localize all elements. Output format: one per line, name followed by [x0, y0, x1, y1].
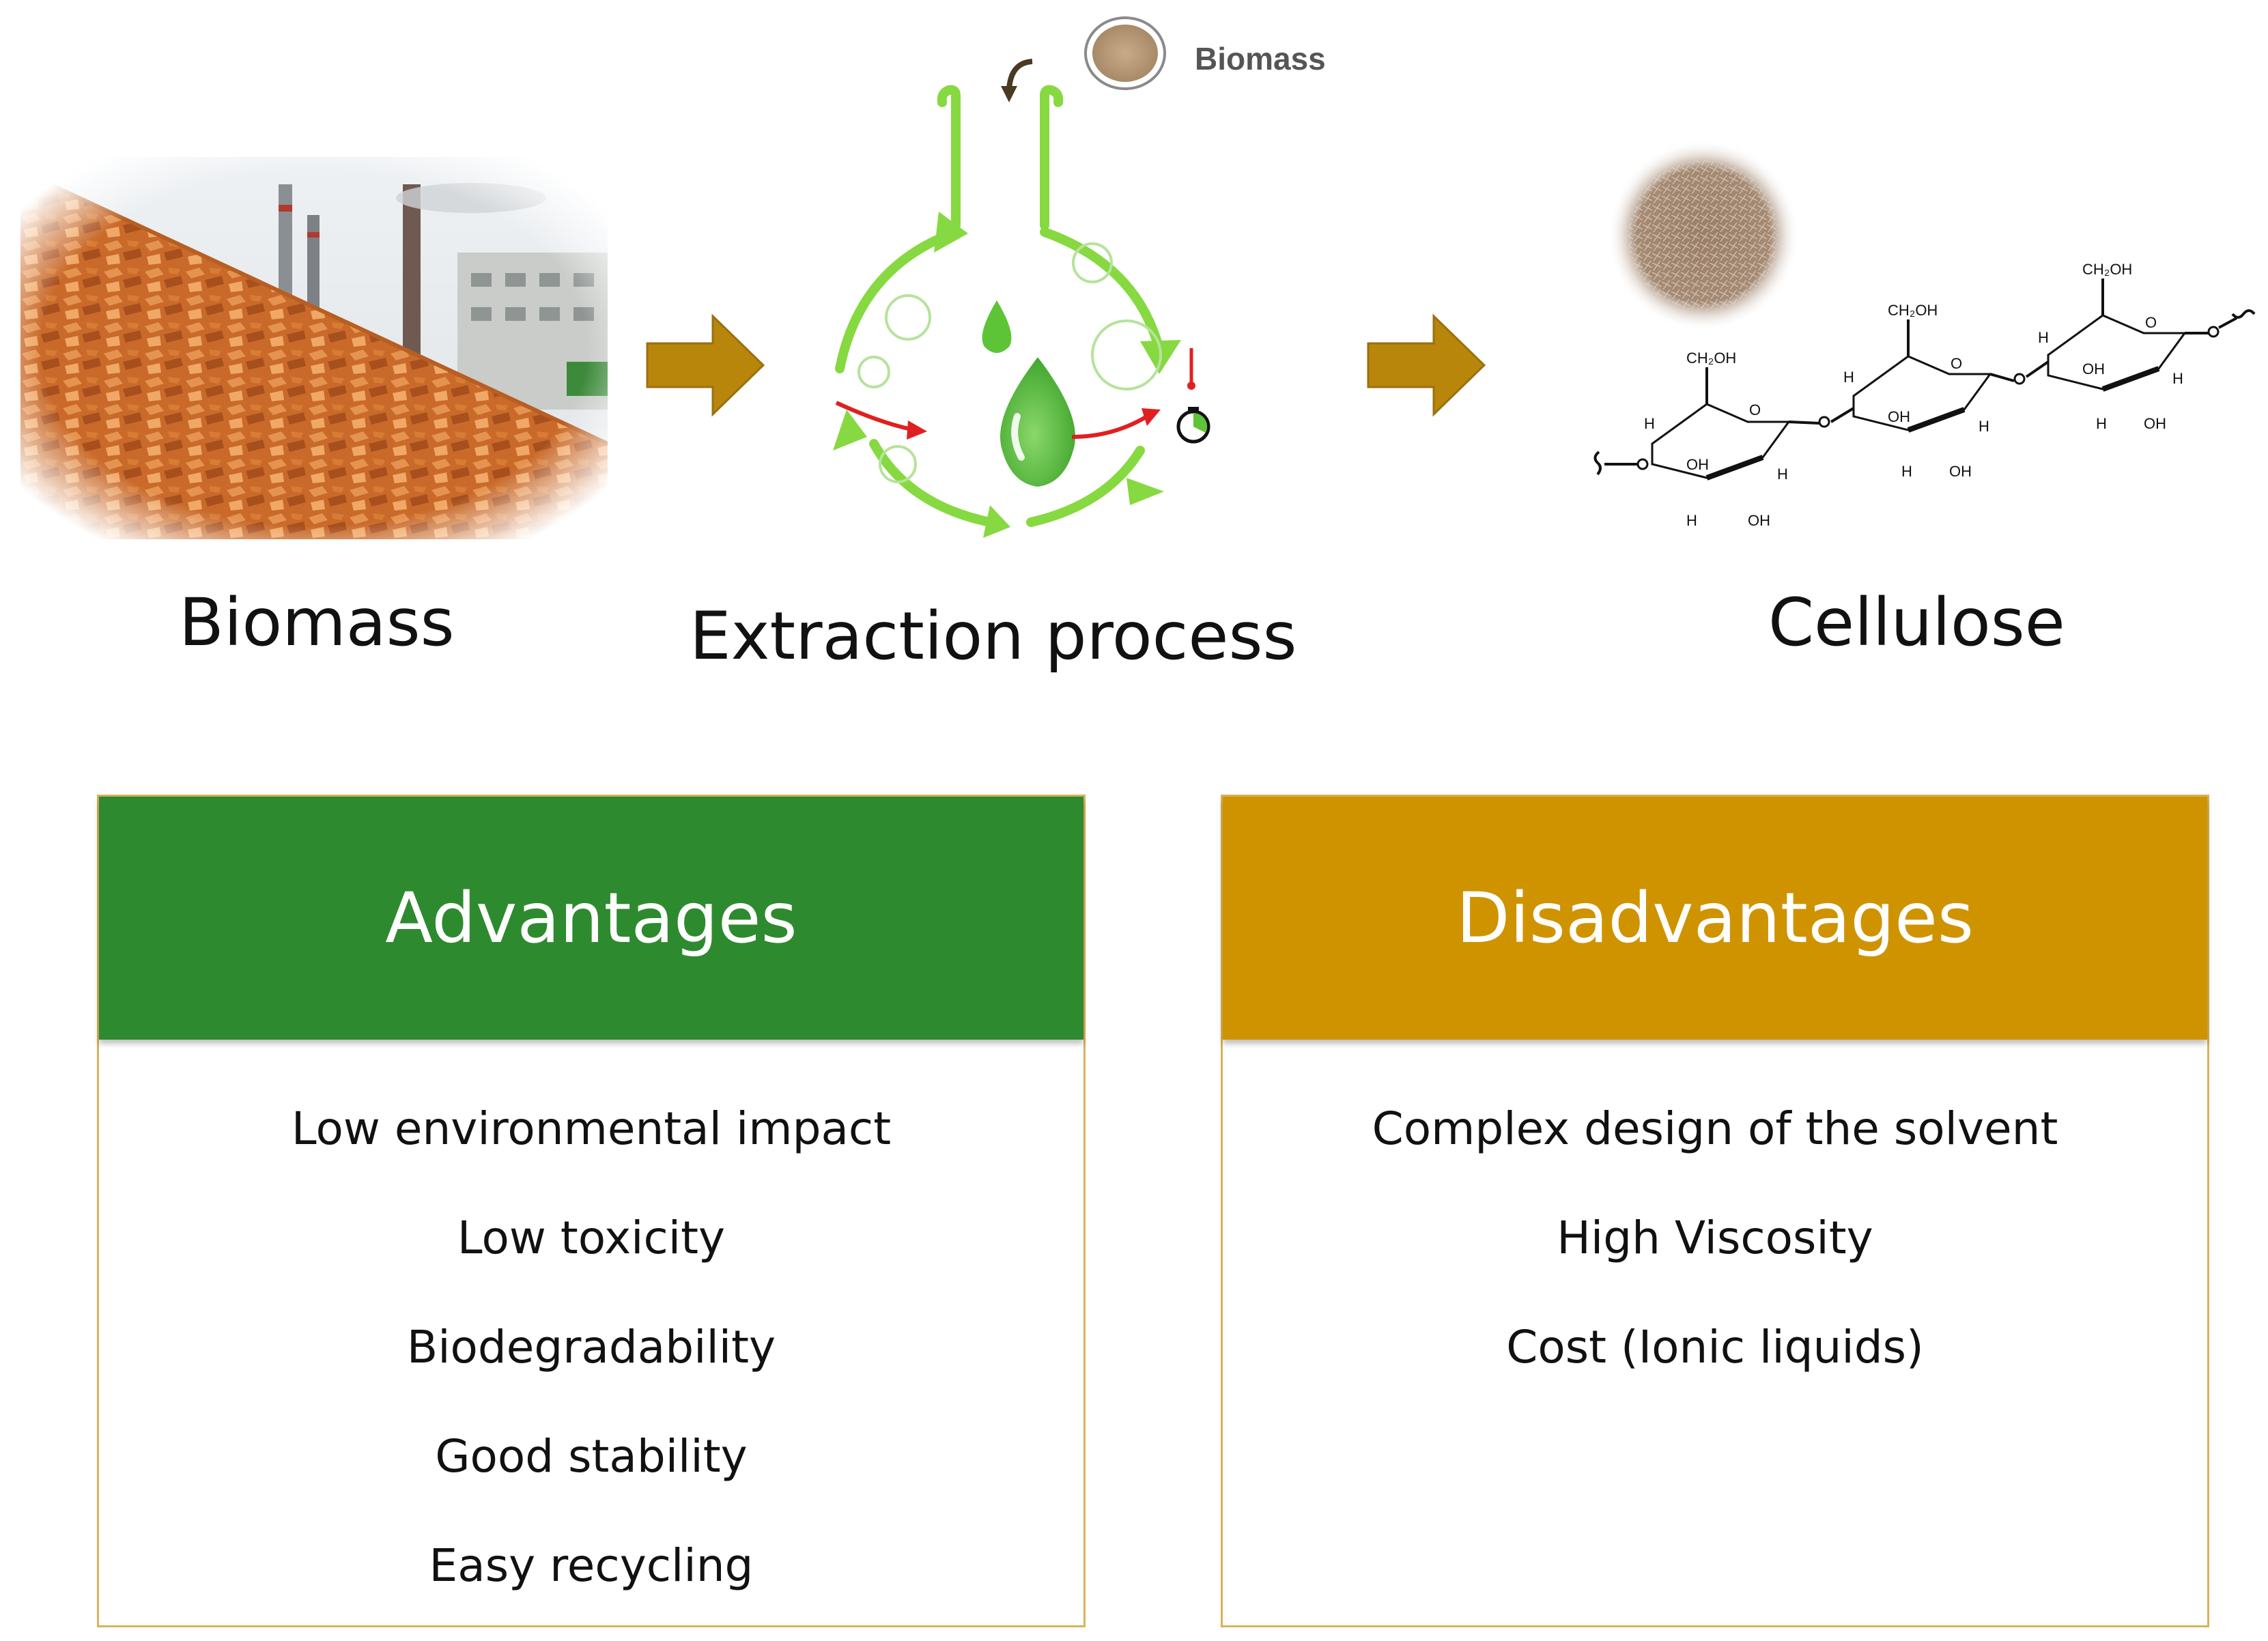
list-item: Complex design of the solvent [1372, 1102, 2058, 1155]
svg-text:O: O [1951, 355, 1962, 372]
svg-text:OH: OH [1748, 512, 1770, 529]
list-item: Cost (Ionic liquids) [1506, 1320, 1924, 1373]
cellulose-label: Cellulose [1768, 584, 2065, 661]
list-item: Low environmental impact [291, 1102, 892, 1155]
svg-text:O: O [2145, 314, 2157, 331]
list-item: Biodegradability [406, 1320, 776, 1373]
extraction-process-label: Extraction process [690, 598, 1297, 674]
svg-text:CH₂OH: CH₂OH [1686, 349, 1736, 367]
list-item: Low toxicity [457, 1211, 726, 1264]
svg-text:CH₂OH: CH₂OH [1888, 302, 1938, 319]
biomass-photo [20, 157, 608, 539]
process-arrow-2 [1367, 313, 1486, 417]
heat-arrow-left-head [907, 420, 927, 440]
biomass-input-label: Biomass [1195, 41, 1326, 76]
bubbles [857, 242, 1162, 483]
svg-text:OH: OH [1949, 463, 1972, 480]
svg-text:H: H [1686, 512, 1697, 529]
svg-text:H: H [1979, 418, 1989, 435]
svg-text:H: H [1843, 369, 1854, 386]
svg-text:OH: OH [2144, 415, 2166, 432]
cellulose-structure: CH₂OH CH₂OH CH₂OH OH OH OH OH OH OH H H … [1593, 261, 2256, 529]
disadvantages-panel: Disadvantages Complex design of the solv… [1221, 795, 2209, 1627]
small-drop-icon [982, 300, 1012, 353]
svg-text:OH: OH [1888, 408, 1910, 425]
svg-text:H: H [2172, 370, 2183, 387]
advantages-header: Advantages [99, 797, 1083, 1040]
timer-icon [1176, 407, 1210, 444]
svg-text:H: H [2096, 415, 2107, 432]
svg-text:O: O [1749, 401, 1761, 418]
svg-text:H: H [1901, 463, 1912, 480]
heat-arrow-right-head [1142, 408, 1161, 426]
svg-text:H: H [2038, 329, 2049, 346]
flask-neck [937, 85, 1064, 230]
svg-text:OH: OH [2082, 360, 2105, 377]
extraction-flask-diagram: Biomass [833, 16, 1326, 538]
cellulose-fiber-image [1608, 140, 1799, 331]
svg-text:CH₂OH: CH₂OH [2082, 261, 2132, 278]
feed-arrow [1006, 59, 1033, 91]
svg-text:OH: OH [1686, 456, 1709, 473]
disadvantages-header: Disadvantages [1223, 797, 2207, 1040]
list-item: Easy recycling [429, 1539, 754, 1592]
biomass-pellet-icon [1084, 16, 1166, 90]
list-item: Good stability [435, 1429, 748, 1483]
disadvantages-list: Complex design of the solvent High Visco… [1223, 1040, 2207, 1401]
advantages-list: Low environmental impact Low toxicity Bi… [99, 1040, 1083, 1620]
advantages-panel: Advantages Low environmental impact Low … [97, 795, 1086, 1627]
solvent-drop-icon [997, 352, 1078, 490]
temperature-icon [1187, 348, 1195, 390]
cycle-arrowheads [833, 212, 1181, 538]
svg-text:H: H [1777, 466, 1788, 483]
process-arrow-1 [646, 313, 765, 417]
biomass-label: Biomass [179, 584, 455, 661]
svg-text:H: H [1644, 415, 1655, 432]
list-item: High Viscosity [1557, 1211, 1873, 1264]
